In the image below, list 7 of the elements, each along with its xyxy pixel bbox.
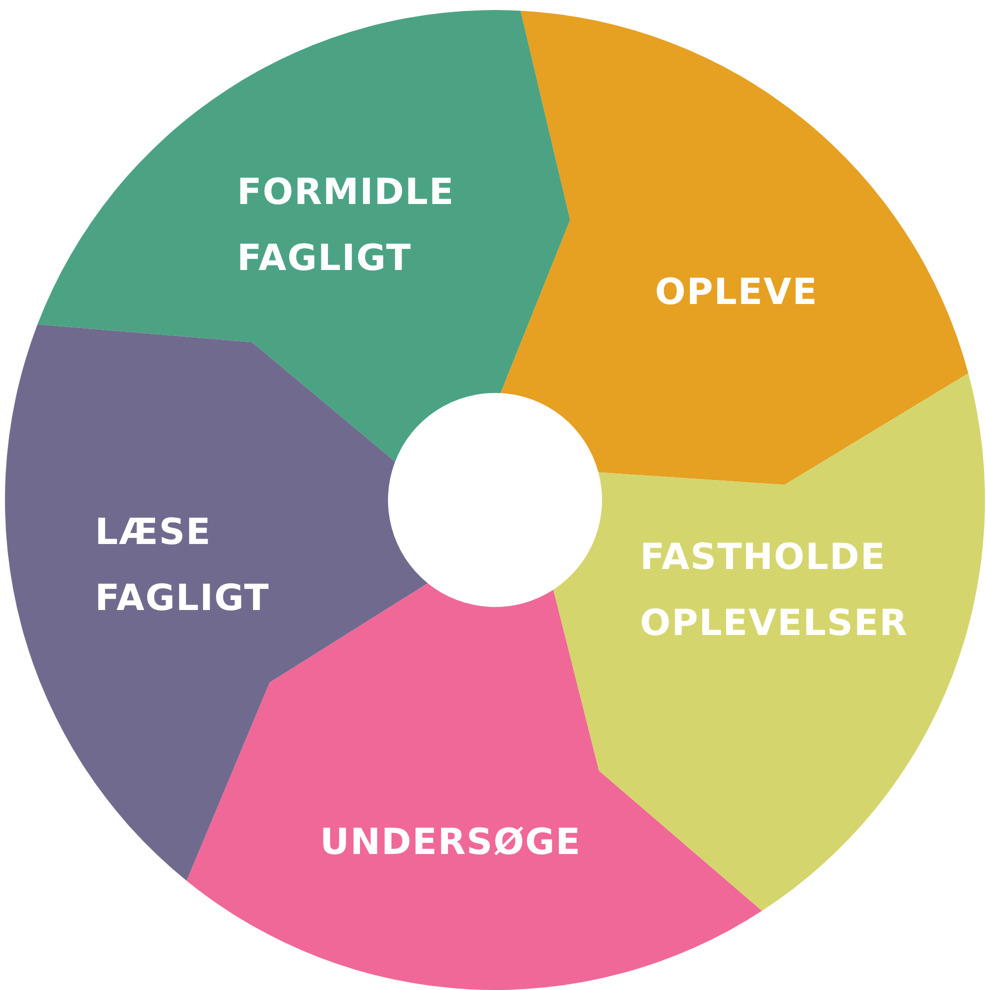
cycle-segment <box>38 10 570 462</box>
segment-label: LÆSE FAGLIGT <box>95 511 271 621</box>
segment-label: OPLEVE <box>655 271 819 315</box>
segment-label: UNDERSØGE <box>320 821 582 865</box>
cycle-segment <box>500 10 968 485</box>
segment-label: FASTHOLDE OPLEVELSER <box>640 536 910 646</box>
segment-label: FORMIDLE FAGLIGT <box>237 171 456 281</box>
